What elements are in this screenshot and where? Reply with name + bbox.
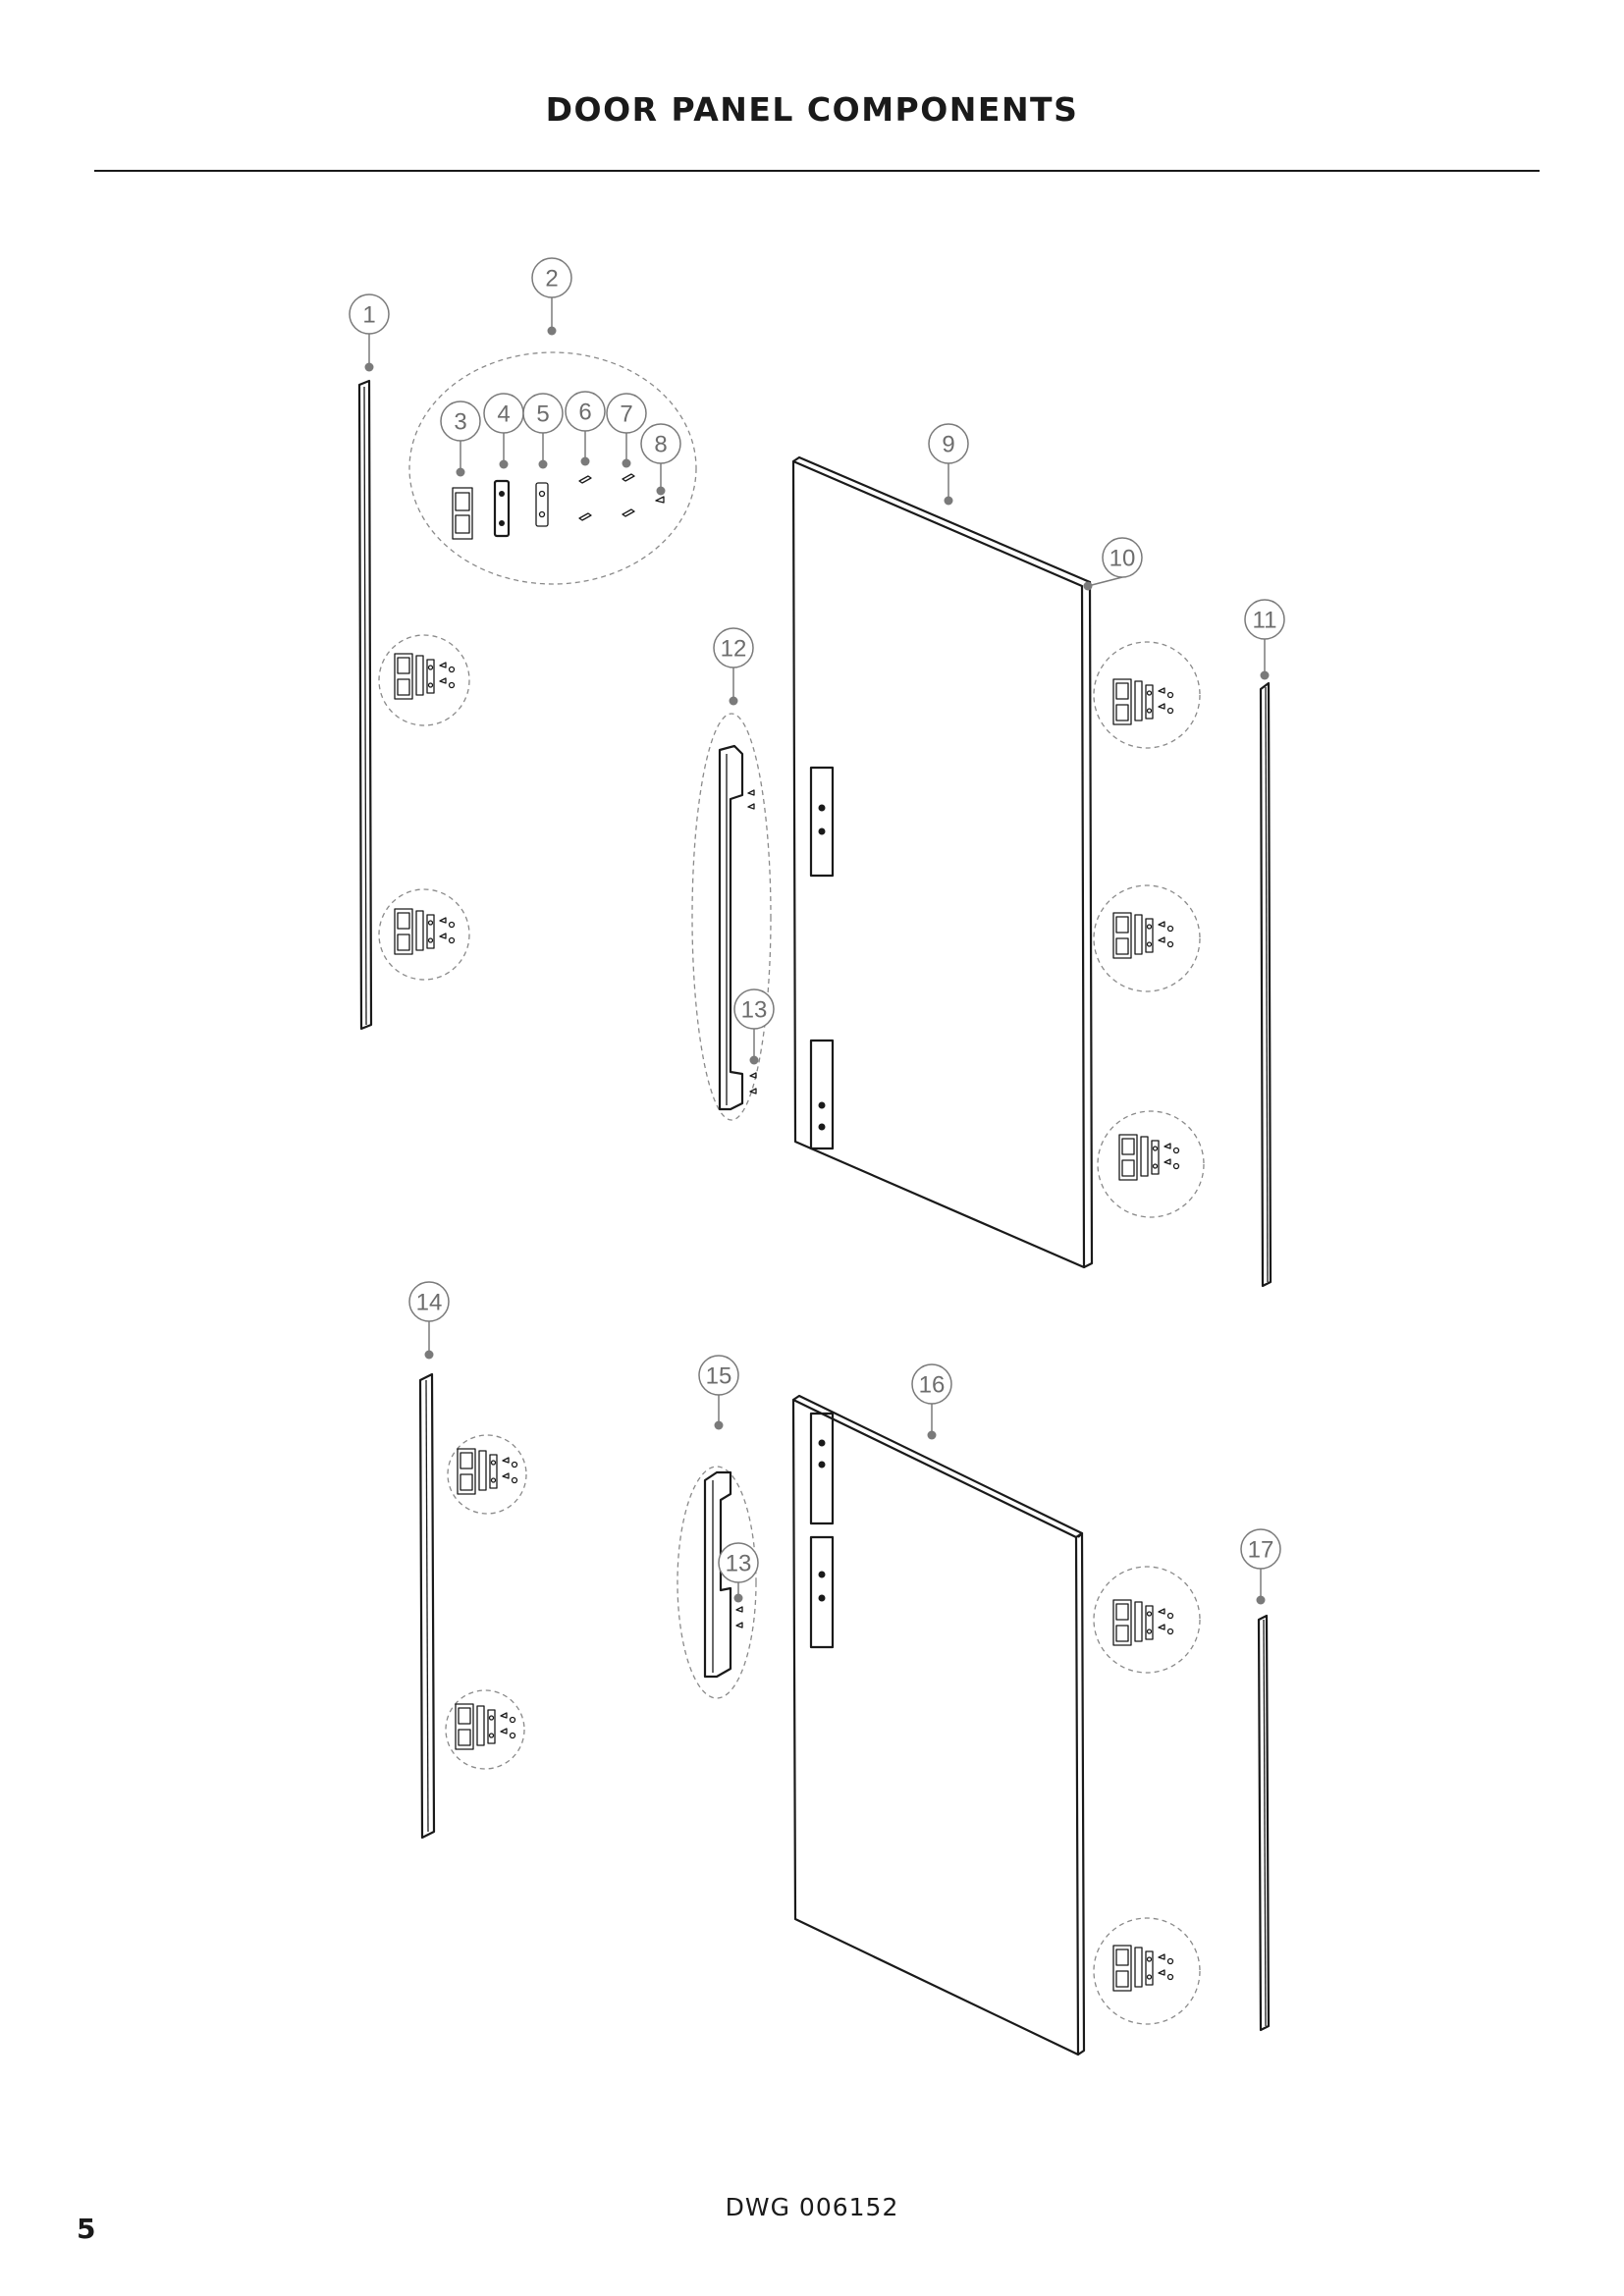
callout-label: 7 xyxy=(620,401,632,428)
callout-circle xyxy=(733,988,775,1030)
callout-circle xyxy=(698,1355,739,1396)
hinge-detail xyxy=(1093,1566,1201,1674)
callout-dot xyxy=(927,1430,937,1440)
callout-dot xyxy=(580,456,590,466)
callout-16: 15 xyxy=(698,1355,739,1430)
callout-label: 11 xyxy=(1253,608,1277,634)
callout-circle xyxy=(349,294,390,335)
hinge-detail xyxy=(1093,641,1201,749)
callout-label: 9 xyxy=(942,432,954,458)
callout-13: 13 xyxy=(733,988,775,1065)
hinge-detail xyxy=(447,1434,527,1515)
callout-circle xyxy=(1244,599,1285,640)
callout-circle xyxy=(713,627,754,668)
callout-label: 6 xyxy=(578,400,591,426)
callout-dot xyxy=(456,467,465,477)
callout-dot xyxy=(729,696,738,706)
right-trim-strip-11 xyxy=(1259,681,1272,1288)
callout-circle xyxy=(522,393,564,434)
callout-dot xyxy=(622,458,631,468)
callout-dot xyxy=(1260,670,1270,680)
callout-18: 17 xyxy=(1240,1528,1281,1605)
callout-label: 17 xyxy=(1248,1537,1274,1564)
callout-14: 13 xyxy=(718,1542,759,1603)
left-trim-strip-14 xyxy=(418,1372,436,1840)
callout-2: 2 xyxy=(531,257,572,336)
hinge-detail xyxy=(1093,1917,1201,2025)
callout-8: 8 xyxy=(640,423,681,496)
callout-11: 11 xyxy=(1244,599,1285,680)
callout-dot xyxy=(733,1593,743,1603)
callout-circle xyxy=(911,1363,952,1405)
callout-circle xyxy=(928,423,969,464)
callout-dot xyxy=(656,486,666,496)
callout-dot xyxy=(538,459,548,469)
callout-dot xyxy=(1083,581,1093,591)
callout-3: 3 xyxy=(440,400,481,477)
callout-dot xyxy=(749,1055,759,1065)
callout-label: 10 xyxy=(1110,546,1136,572)
callout-circle xyxy=(440,400,481,442)
handle-group-12 xyxy=(691,713,772,1121)
page-number: 5 xyxy=(77,2213,96,2245)
callout-circle xyxy=(565,391,606,432)
callout-label: 5 xyxy=(536,401,549,428)
callout-dot xyxy=(499,459,509,469)
hinge-detail xyxy=(378,634,470,726)
callout-dot xyxy=(714,1420,724,1430)
callout-6: 6 xyxy=(565,391,606,466)
title-rule xyxy=(94,170,1540,172)
hinge-detail xyxy=(1093,884,1201,992)
callout-label: 1 xyxy=(362,302,375,329)
callout-label: 8 xyxy=(654,432,667,458)
callout-label: 12 xyxy=(721,636,747,663)
callout-1: 1 xyxy=(349,294,390,372)
callout-dot xyxy=(944,496,953,506)
callout-circle xyxy=(531,257,572,298)
callout-15: 14 xyxy=(408,1281,450,1360)
callout-label: 2 xyxy=(545,266,558,293)
callout-circle xyxy=(1102,537,1143,578)
callout-circle xyxy=(408,1281,450,1322)
callout-9: 9 xyxy=(928,423,969,506)
callout-dot xyxy=(547,326,557,336)
callout-dot xyxy=(1256,1595,1266,1605)
callout-label: 3 xyxy=(454,409,466,436)
callout-circle xyxy=(1240,1528,1281,1570)
page-title: DOOR PANEL COMPONENTS xyxy=(545,90,1079,129)
callout-label: 4 xyxy=(497,401,510,428)
hinge-detail xyxy=(378,888,470,981)
drawing-number: DWG 006152 xyxy=(725,2193,899,2221)
callout-circle xyxy=(718,1542,759,1583)
hinge-detail xyxy=(445,1689,525,1770)
callout-label: 13 xyxy=(741,997,768,1024)
callout-dot xyxy=(364,362,374,372)
hinge-detail xyxy=(1097,1110,1205,1218)
callout-label: 15 xyxy=(706,1363,732,1390)
callout-12: 12 xyxy=(713,627,754,706)
callout-5: 5 xyxy=(522,393,564,469)
callout-circle xyxy=(606,393,647,434)
handle-group-15 xyxy=(677,1466,757,1699)
right-trim-strip-17 xyxy=(1257,1614,1271,2032)
callout-10: 10 xyxy=(1083,537,1143,591)
callout-4: 4 xyxy=(483,393,524,469)
callout-circle xyxy=(640,423,681,464)
callout-7: 7 xyxy=(606,393,647,468)
callout-label: 13 xyxy=(726,1551,752,1577)
door-panel-9 xyxy=(791,455,1094,1269)
door-panel-16 xyxy=(791,1394,1086,2056)
left-trim-strip-1 xyxy=(357,379,373,1031)
callout-label: 14 xyxy=(416,1290,443,1316)
callout-dot xyxy=(424,1350,434,1360)
callout-17: 16 xyxy=(911,1363,952,1440)
hardware-kit-group xyxy=(408,351,697,585)
callout-leader xyxy=(1087,576,1123,587)
callout-label: 16 xyxy=(919,1372,946,1399)
